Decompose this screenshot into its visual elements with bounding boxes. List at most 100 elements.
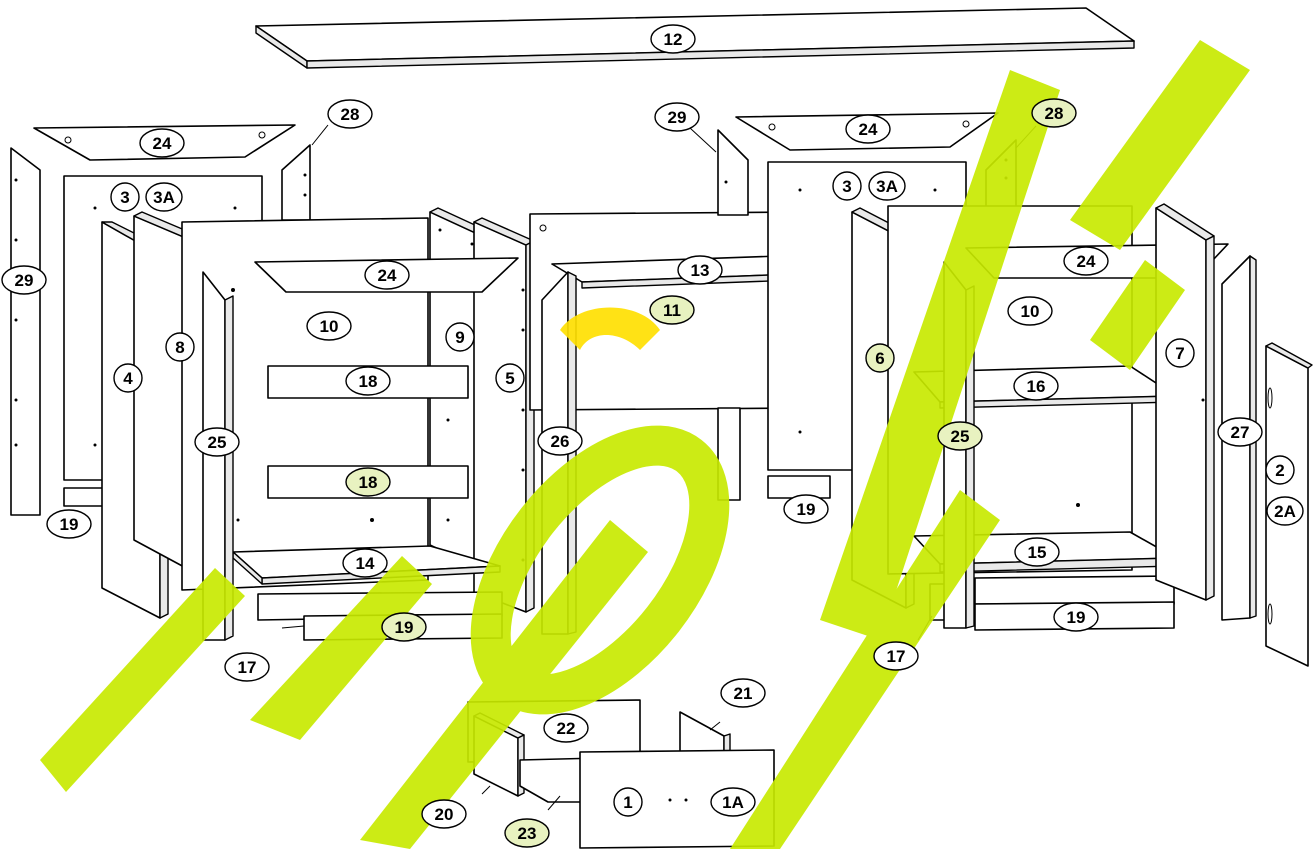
part-label-oval [1,265,47,295]
left-side-panel-5 [473,217,535,613]
watermark [40,40,1250,849]
part-number: 19 [60,515,79,534]
part-label-oval [1165,338,1195,368]
part-label-25r: 25 [937,421,983,451]
part-label-oval [720,678,766,708]
part-number: 21 [734,684,753,703]
part-label-10l: 10 [306,311,352,341]
part-number: 18 [359,372,378,391]
part-label-oval [868,171,906,201]
part-number: 4 [123,369,133,388]
part-label-6: 6 [865,343,895,373]
part-number: 26 [551,432,570,451]
part-number: 20 [435,805,454,824]
part-label-18a: 18 [345,366,391,396]
part-label-oval [654,102,700,132]
part-label-26: 26 [537,426,583,456]
part-label-oval [110,182,140,212]
part-label-14: 14 [342,548,388,578]
part-label-oval [937,421,983,451]
part-label-4: 4 [113,363,143,393]
part-number: 16 [1027,377,1046,396]
part-number: 7 [1175,344,1184,363]
part-label-1a: 1A [710,787,756,817]
part-label-oval [327,99,373,129]
part-label-oval [649,295,695,325]
part-label-oval [845,114,891,144]
part-label-9: 9 [445,322,475,352]
part-label-oval [650,24,696,54]
part-label-oval [543,713,589,743]
part-label-19c: 19 [783,494,829,524]
part-label-oval [1217,417,1263,447]
part-label-28l: 28 [327,99,373,129]
part-label-2: 2 [1265,455,1295,485]
left-side-strip [10,147,41,516]
part-label-oval [224,652,270,682]
part-number: 28 [1045,104,1064,123]
part-label-oval [342,548,388,578]
part-label-3r: 3 [832,171,862,201]
part-label-25l: 25 [194,427,240,457]
part-label-29r: 29 [654,102,700,132]
part-number: 19 [1067,608,1086,627]
part-label-15: 15 [1014,537,1060,567]
part-label-12: 12 [650,24,696,54]
part-label-17l: 17 [224,652,270,682]
part-number: 29 [668,108,687,127]
part-label-24a: 24 [139,128,185,158]
part-label-oval [495,363,525,393]
part-label-oval [677,255,723,285]
part-label-13: 13 [677,255,723,285]
part-label-24b: 24 [364,260,410,290]
part-label-1: 1 [613,787,643,817]
part-label-16: 16 [1013,371,1059,401]
part-label-5: 5 [495,363,525,393]
part-number: 15 [1028,543,1047,562]
part-label-7: 7 [1165,338,1195,368]
part-label-oval [145,182,183,212]
part-label-23: 23 [504,818,550,848]
part-label-oval [1013,371,1059,401]
part-label-24c: 24 [845,114,891,144]
right-rear-plinth [767,475,831,499]
part-label-oval [381,612,427,642]
part-number: 22 [557,719,576,738]
part-number: 10 [1021,302,1040,321]
part-label-29l: 29 [1,265,47,295]
part-label-oval [783,494,829,524]
part-label-oval [113,363,143,393]
part-number: 8 [175,338,184,357]
part-number: 3 [842,177,851,196]
part-label-oval [1031,98,1077,128]
part-label-3ar: 3A [868,171,906,201]
part-number: 19 [395,618,414,637]
part-number: 3 [120,188,129,207]
right-plinth-upper [974,575,1175,605]
part-label-oval [1266,496,1304,526]
part-number: 29 [15,271,34,290]
part-label-17r: 17 [873,641,919,671]
part-label-21: 21 [720,678,766,708]
part-label-oval [46,509,92,539]
part-label-oval [165,332,195,362]
part-number: 3A [153,188,175,207]
part-number: 1 [623,793,632,812]
part-number: 2 [1275,461,1284,480]
part-label-oval [1053,602,1099,632]
part-label-oval [873,641,919,671]
right-side-panel-7 [1155,203,1215,601]
part-number: 10 [320,317,339,336]
part-label-3al: 3A [145,182,183,212]
right-strip-29 [717,129,749,216]
part-label-oval [364,260,410,290]
part-number: 14 [356,554,375,573]
part-number: 25 [951,427,970,446]
part-number: 18 [359,473,378,492]
part-number: 19 [797,500,816,519]
part-label-oval [345,366,391,396]
part-label-oval [306,311,352,341]
